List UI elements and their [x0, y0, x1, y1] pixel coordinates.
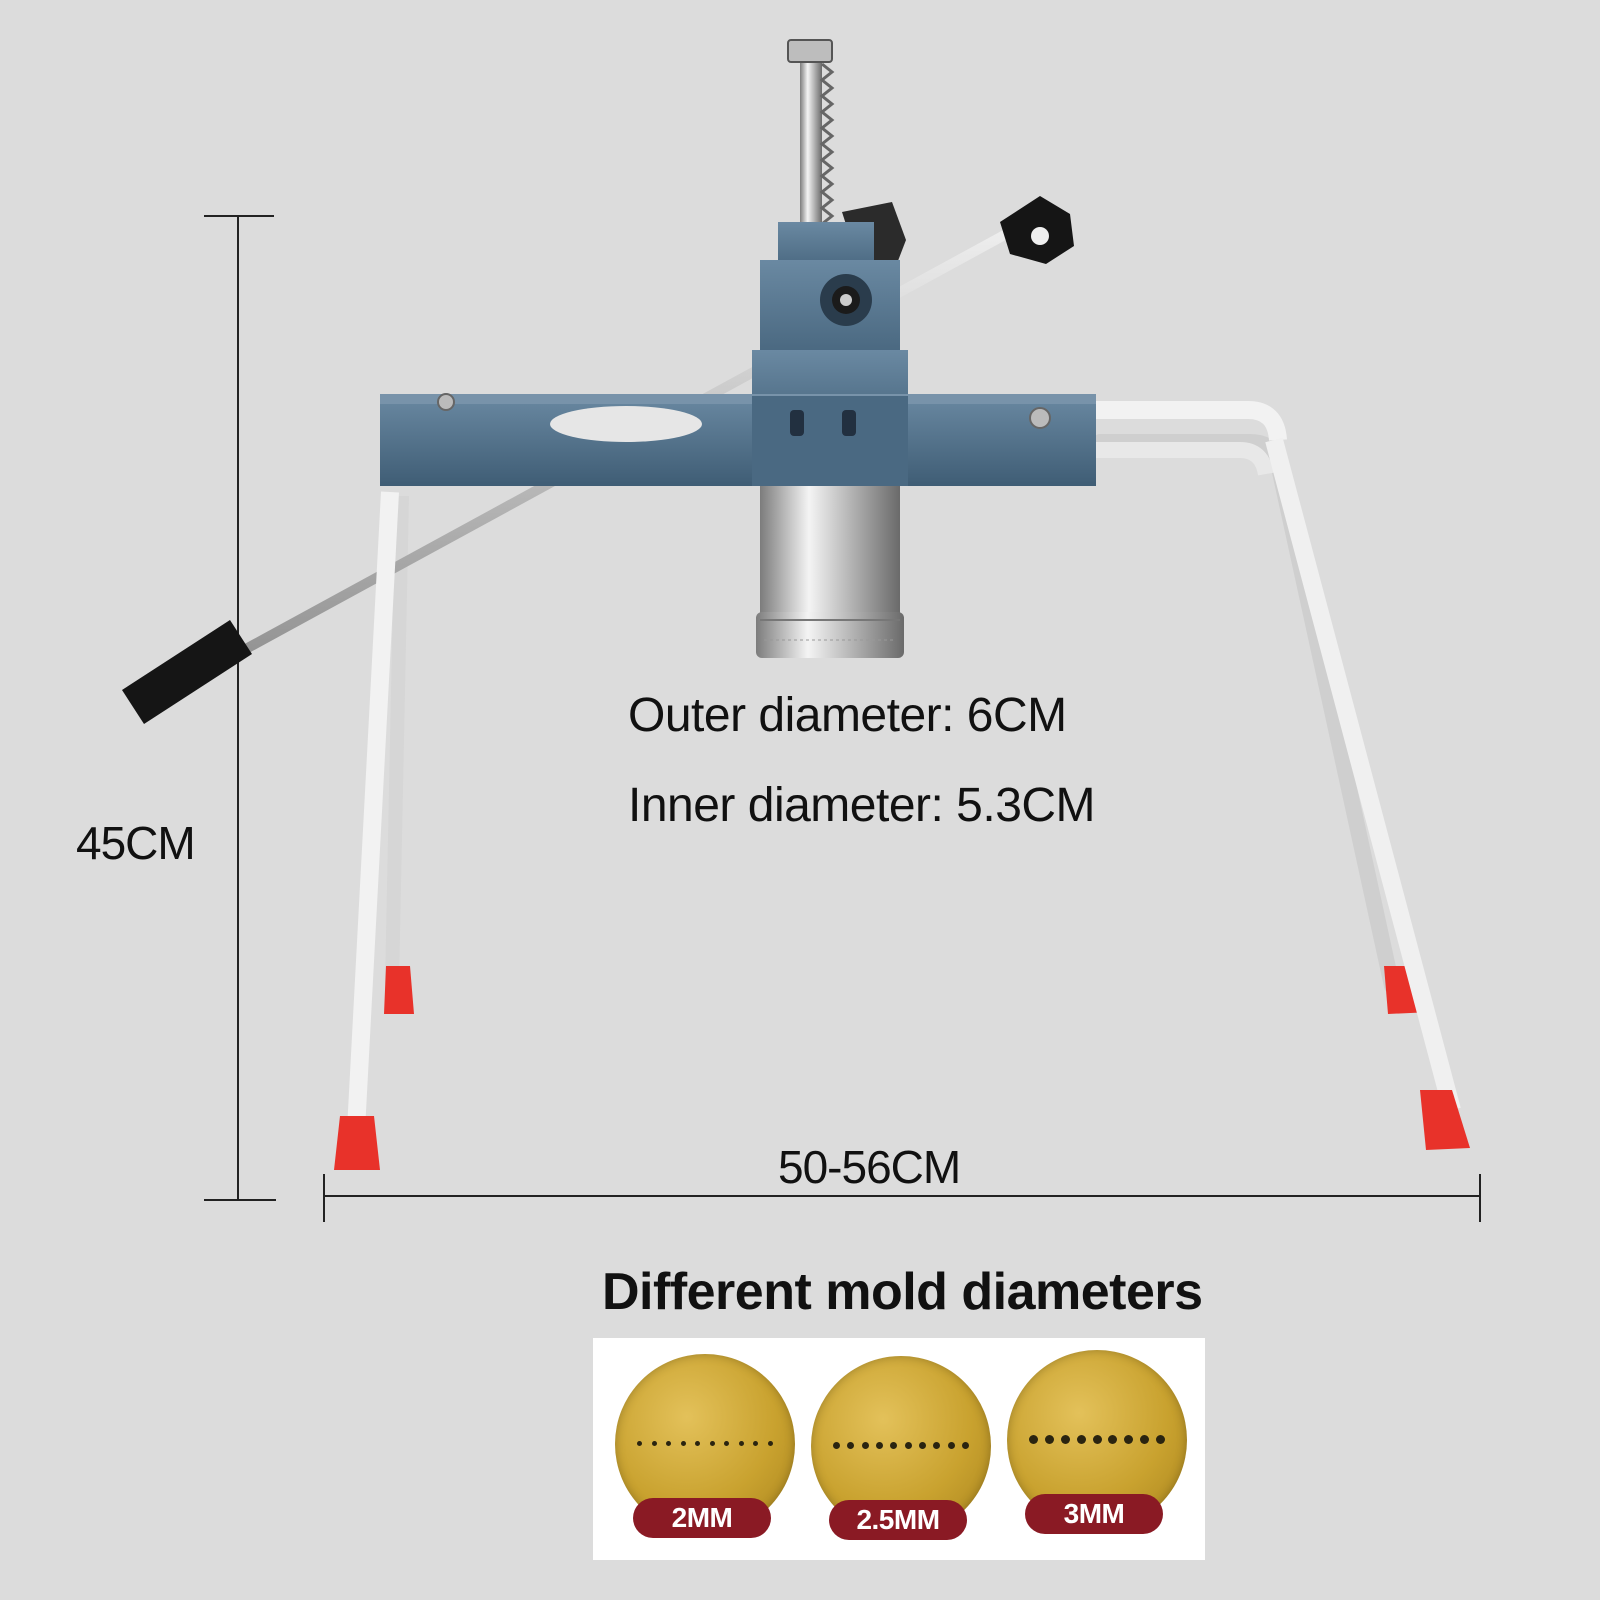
mold-section-title: Different mold diameters	[602, 1263, 1203, 1321]
mold-holes	[637, 1438, 773, 1448]
width-dimension-label: 50-56CM	[778, 1141, 961, 1193]
height-dimension-label: 45CM	[76, 817, 196, 869]
mold-size-badge: 3MM	[1025, 1494, 1163, 1534]
width-dimension-line	[323, 1174, 1481, 1222]
front-right-foot	[1420, 1090, 1470, 1150]
inner-diameter-label: Inner diameter: 5.3CM	[628, 779, 1096, 832]
rear-left-foot	[384, 966, 414, 1014]
mold-size-badge: 2.5MM	[829, 1500, 967, 1540]
front-legs	[334, 401, 1470, 1170]
height-dimension-line	[204, 215, 276, 1201]
frame-bar	[380, 393, 1096, 486]
mold-holes	[1029, 1434, 1165, 1444]
front-left-foot	[334, 1116, 380, 1170]
outer-diameter-label: Outer diameter: 6CM	[628, 689, 1067, 742]
mold-panel: 2MM 2.5MM 3MM	[593, 1338, 1205, 1560]
dough-barrel	[756, 486, 904, 658]
mold-holes	[833, 1440, 969, 1450]
rack-rod	[787, 39, 835, 242]
lever-handle-grip-left	[122, 620, 252, 724]
mold-size-badge: 2MM	[633, 1498, 771, 1538]
